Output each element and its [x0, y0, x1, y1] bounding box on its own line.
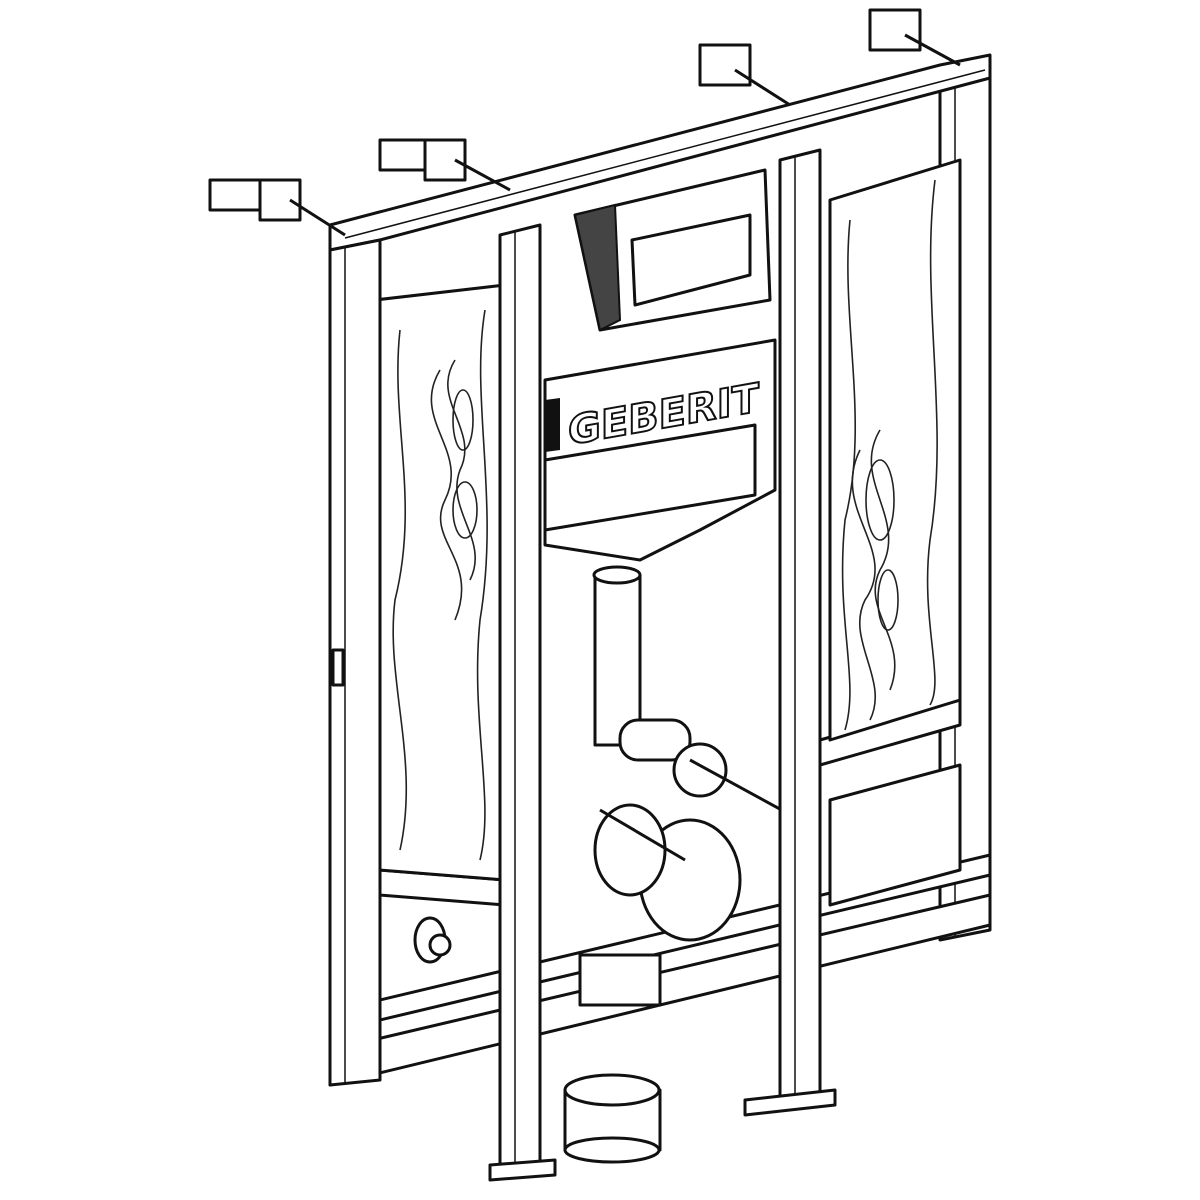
flush-pipe	[592, 565, 801, 822]
bracket-4	[868, 8, 961, 67]
middle-left-upright	[488, 223, 557, 1182]
middle-right-upright	[743, 148, 837, 1117]
bracket-1	[208, 178, 346, 237]
bracket-2	[378, 138, 511, 192]
right-lower-panel	[828, 763, 962, 907]
bracket-3	[698, 43, 791, 107]
right-wood-board	[828, 158, 962, 742]
logo-mark	[545, 398, 560, 452]
drain-connector	[578, 803, 742, 1007]
cistern: GEBERIT	[543, 168, 777, 562]
side-valve	[413, 916, 452, 964]
wall-brackets	[208, 8, 961, 237]
left-upright	[328, 238, 382, 1087]
drain-cap	[563, 1073, 662, 1164]
left-wood-board	[373, 283, 507, 882]
